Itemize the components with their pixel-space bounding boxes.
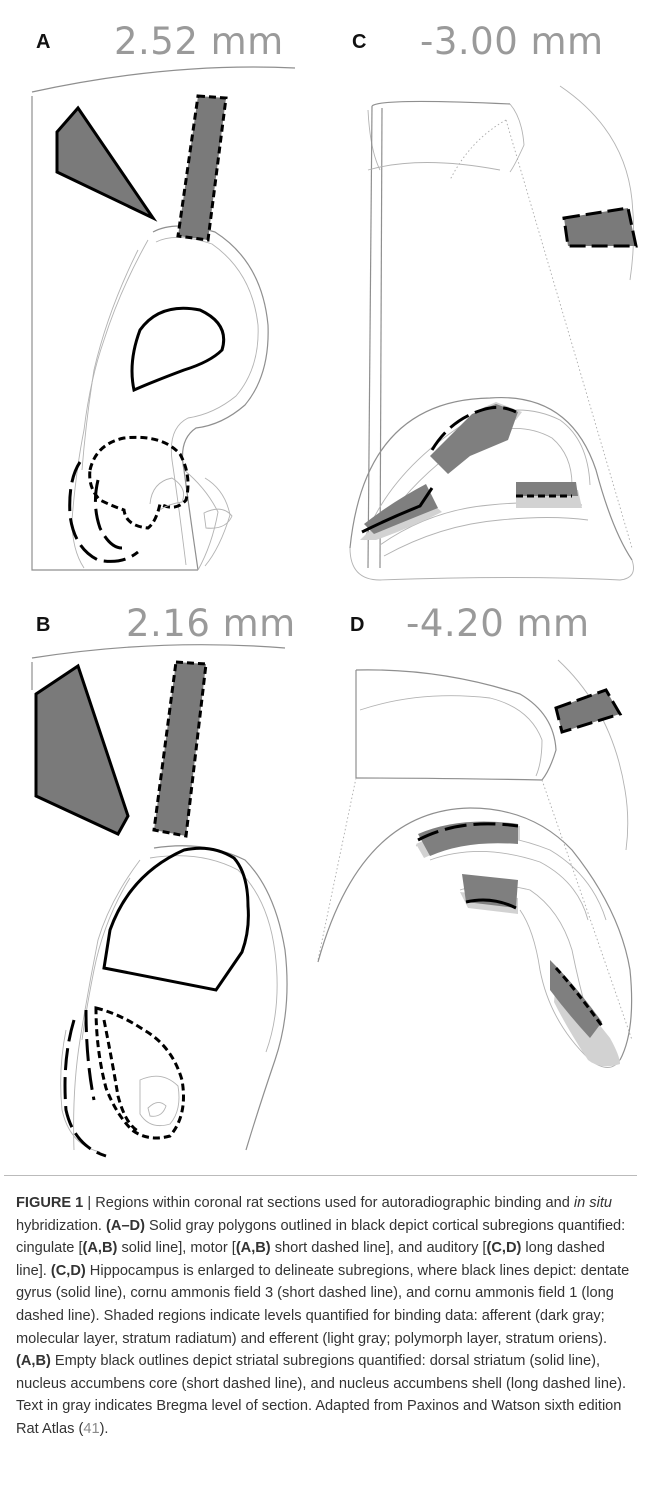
accumbens-core-outline bbox=[90, 437, 188, 528]
accumbens-core-outline bbox=[96, 1008, 184, 1138]
bregma-level-label: 2.16 mm bbox=[126, 602, 296, 645]
panel-a: A 2.52 mm bbox=[0, 0, 320, 590]
figure-caption: FIGURE 1 | Regions within coronal rat se… bbox=[16, 1192, 630, 1441]
auditory-region bbox=[564, 208, 636, 246]
dorsal-striatum-outline bbox=[104, 848, 248, 990]
bregma-level-label: -4.20 mm bbox=[406, 602, 590, 645]
motor-region bbox=[154, 662, 206, 836]
panel-b: B 2.16 mm bbox=[0, 590, 320, 1170]
cingulate-region bbox=[36, 666, 128, 834]
panel-letter: C bbox=[352, 31, 366, 54]
auditory-region bbox=[556, 690, 620, 732]
panel-letter: B bbox=[36, 614, 50, 637]
dorsal-striatum-outline bbox=[132, 308, 224, 390]
panel-letter: A bbox=[36, 31, 50, 54]
caption-divider bbox=[4, 1175, 637, 1176]
panel-letter: D bbox=[350, 614, 364, 637]
panel-c: C -3.00 mm bbox=[320, 0, 647, 590]
panel-a-section-drawing bbox=[0, 0, 320, 590]
citation-link[interactable]: 41 bbox=[83, 1421, 99, 1437]
panel-d-section-drawing bbox=[320, 590, 647, 1170]
bregma-level-label: 2.52 mm bbox=[114, 20, 284, 63]
panel-c-section-drawing bbox=[320, 0, 647, 590]
panel-b-section-drawing bbox=[0, 590, 320, 1170]
bregma-level-label: -3.00 mm bbox=[420, 20, 604, 63]
motor-region bbox=[178, 96, 226, 240]
figure-label: FIGURE 1 bbox=[16, 1195, 83, 1211]
cingulate-region bbox=[57, 108, 153, 218]
ca3-dark bbox=[516, 482, 578, 496]
hippocampus-ca1-dark bbox=[418, 822, 518, 856]
accumbens-shell-outline bbox=[70, 462, 138, 561]
panel-d: D -4.20 mm bbox=[320, 590, 647, 1170]
